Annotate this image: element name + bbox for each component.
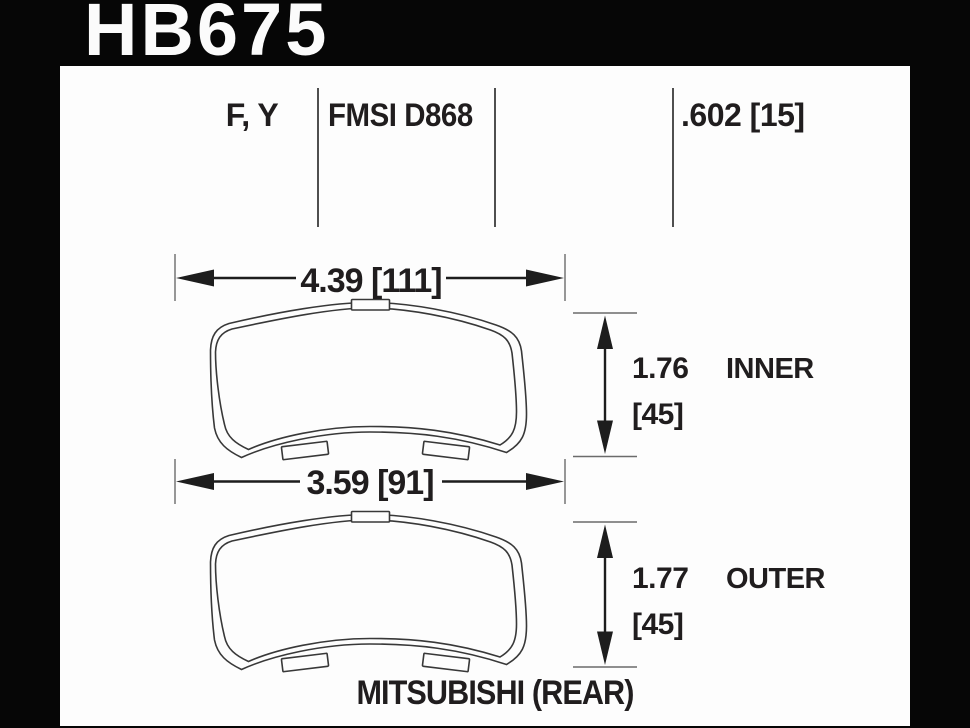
compound-codes: F, Y — [225, 97, 279, 133]
inner-height-mm: [45] — [632, 398, 684, 431]
top-bar: HB675 — [0, 0, 970, 71]
pad-depth-value: .602 [15] — [681, 97, 805, 133]
column-divider-2 — [494, 88, 496, 227]
outer-height-mm: [45] — [632, 608, 684, 641]
inner-pad-label: INNER — [726, 353, 814, 385]
spec-sheet-panel — [60, 66, 910, 726]
outer-height-inches: 1.77 — [632, 562, 689, 595]
column-divider-3 — [672, 88, 674, 227]
fmsi-number: FMSI D868 — [328, 97, 473, 133]
inner-height-inches: 1.76 — [632, 352, 689, 385]
outer-pad-label: OUTER — [726, 563, 826, 595]
part-number: HB675 — [84, 0, 330, 71]
column-divider-1 — [317, 88, 319, 227]
bottom-width-dimension-label: 3.59 [91] — [306, 464, 434, 502]
vehicle-application-label: MITSUBISHI (REAR) — [356, 674, 634, 712]
top-width-dimension-label: 4.39 [111] — [300, 262, 442, 300]
